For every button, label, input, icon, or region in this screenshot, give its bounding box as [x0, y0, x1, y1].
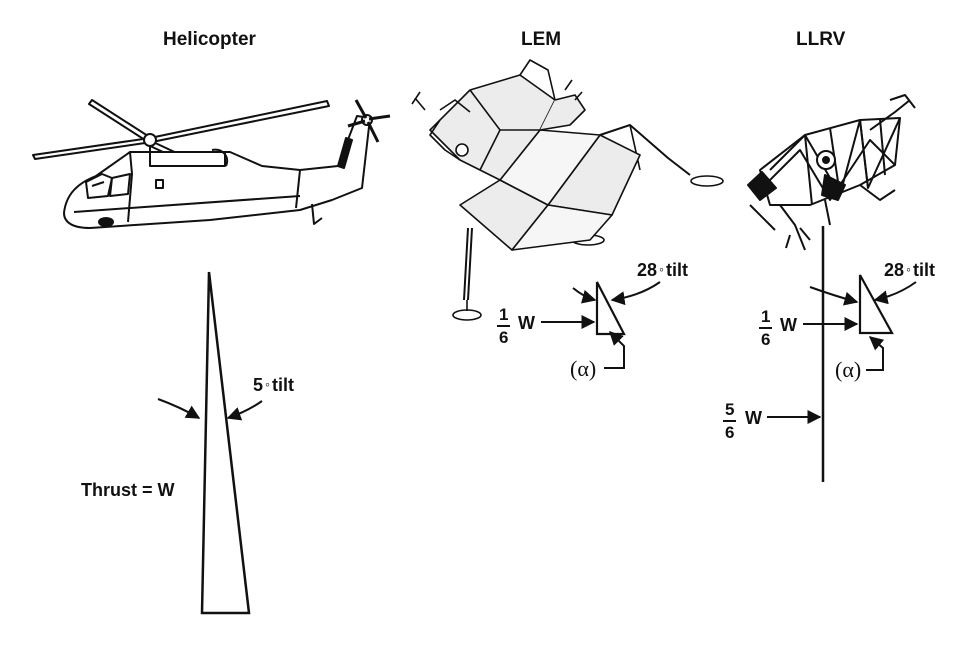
lem-force-triangle [595, 281, 626, 336]
lem-tilt-arrow-right [610, 281, 661, 306]
lem-angle-label: (α) [570, 356, 597, 381]
helicopter-illustration [32, 99, 391, 229]
llrv-tilt-arrow-right [873, 281, 917, 305]
helicopter-thrust-label: Thrust = W [81, 480, 175, 500]
llrv-angle-label: (α) [835, 357, 862, 382]
llrv-angle-pointer [866, 336, 885, 371]
llrv-small-weight-fraction: 1 6 [759, 307, 773, 349]
llrv-force-triangle [858, 274, 894, 335]
helicopter-thrust-vector [200, 271, 251, 615]
lem-illustration [411, 59, 724, 321]
lem-title: LEM [521, 29, 562, 50]
lem-weight-symbol: W [518, 313, 535, 333]
helicopter-tilt-arrow-left [157, 398, 201, 419]
llrv-illustration [747, 94, 916, 251]
llrv-small-weight-symbol: W [780, 315, 797, 335]
llrv-tilt-label: 28◦tilt [884, 260, 935, 280]
lem-tilt-arrow-left [572, 287, 597, 304]
llrv-large-weight-symbol: W [745, 408, 762, 428]
llrv-title: LLRV [796, 29, 846, 50]
helicopter-title: Helicopter [163, 29, 256, 50]
helicopter-tilt-arrow-right [226, 400, 263, 421]
llrv-tilt-arrow-left [809, 286, 859, 306]
llrv-large-weight-fraction: 5 6 [723, 400, 737, 442]
helicopter-tilt-label: 5◦tilt [253, 375, 294, 395]
lem-angle-pointer [604, 331, 625, 369]
lem-weight-fraction: 1 6 [497, 305, 511, 347]
lem-tilt-label: 28◦tilt [637, 260, 688, 280]
